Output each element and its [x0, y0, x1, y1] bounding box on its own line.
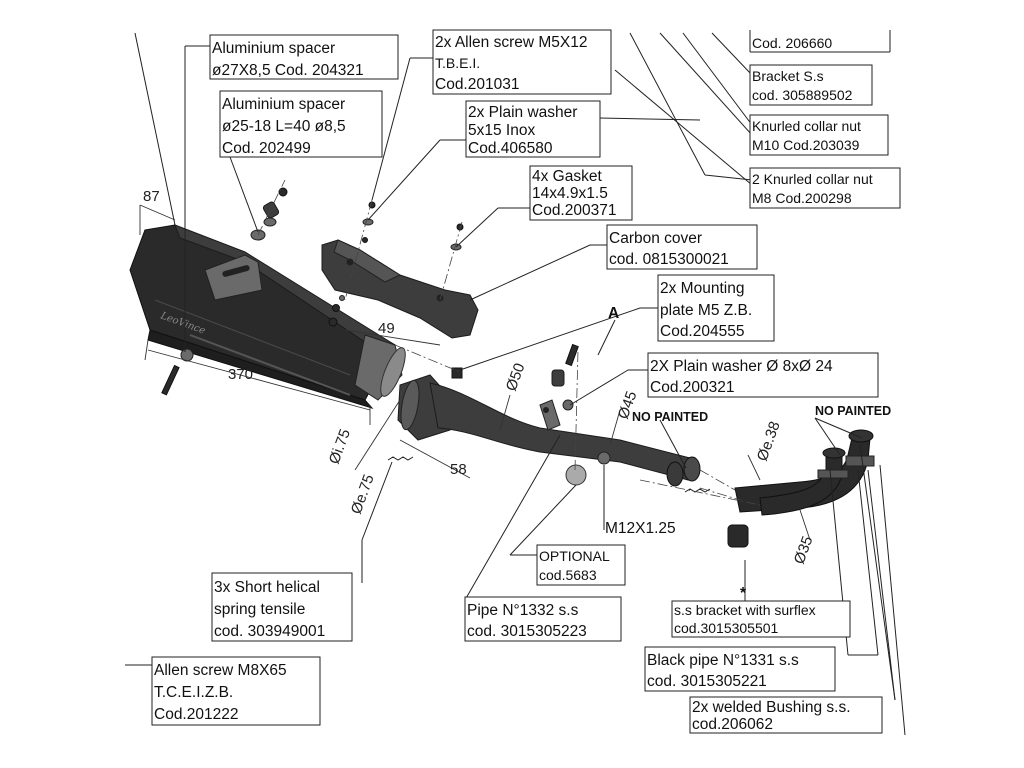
svg-text:Black pipe N°1331 s.s: Black pipe N°1331 s.s	[647, 652, 799, 669]
svg-text:Aluminium spacer: Aluminium spacer	[212, 40, 335, 57]
svg-text:14x4.9x1.5: 14x4.9x1.5	[532, 185, 608, 202]
note-no-painted-1: NO PAINTED	[632, 410, 708, 424]
dim-dia-50: Ø50	[503, 361, 529, 393]
callout-carbon-cover: Carbon cover cod. 0815300021	[606, 224, 758, 270]
svg-text:Bracket S.s: Bracket S.s	[752, 68, 824, 84]
svg-text:Cod.406580: Cod.406580	[468, 140, 553, 157]
svg-text:4x Gasket: 4x Gasket	[532, 168, 602, 185]
callout-allen-screw-m5: 2x Allen screw M5X12 T.B.E.I. Cod.201031	[432, 29, 612, 95]
dim-58: 58	[450, 461, 467, 478]
svg-text:Cod. 202499: Cod. 202499	[222, 140, 311, 157]
svg-text:cod. 303949001: cod. 303949001	[214, 623, 325, 640]
callout-ss-bracket: s.s bracket with surflex cod.3015305501	[671, 600, 851, 638]
callout-bushing: 2x welded Bushing s.s. cod.206062	[689, 696, 883, 734]
svg-text:Pipe N°1332 s.s: Pipe N°1332 s.s	[467, 602, 579, 619]
svg-text:cod. 0815300021: cod. 0815300021	[609, 251, 729, 268]
callout-pipe-1332: Pipe N°1332 s.s cod. 3015305223	[464, 596, 622, 642]
svg-text:2x Allen screw M5X12: 2x Allen screw M5X12	[435, 34, 588, 51]
callout-plain-washer-8: 2X Plain washer Ø 8xØ 24 Cod.200321	[647, 352, 879, 398]
callout-bracket: Bracket S.s cod. 305889502	[749, 64, 873, 106]
center-lines	[257, 179, 761, 506]
dimension-lines	[139, 204, 811, 541]
svg-text:Cod.204555: Cod.204555	[660, 323, 744, 340]
callout-mounting-plate: 2x Mounting plate M5 Z.B. Cod.204555	[657, 274, 775, 342]
svg-text:cod. 305889502: cod. 305889502	[752, 87, 853, 103]
carbon-cover	[321, 239, 479, 339]
svg-text:2x welded Bushing s.s.: 2x welded Bushing s.s.	[692, 699, 851, 716]
dim-49: 49	[378, 320, 395, 337]
dim-87: 87	[143, 188, 160, 205]
svg-text:Cod.201031: Cod.201031	[435, 76, 519, 93]
svg-text:spring tensile: spring tensile	[214, 601, 305, 618]
svg-text:2x Plain washer: 2x Plain washer	[468, 104, 577, 121]
svg-text:2x Mounting: 2x Mounting	[660, 280, 744, 297]
silencer: LeoVince	[129, 224, 406, 409]
note-view-a: A	[608, 305, 619, 322]
svg-text:Allen screw M8X65: Allen screw M8X65	[154, 662, 287, 679]
note-asterisk: *	[740, 585, 747, 602]
svg-text:cod.206062: cod.206062	[692, 716, 773, 733]
svg-text:Aluminium spacer: Aluminium spacer	[222, 96, 345, 113]
svg-text:Cod.200371: Cod.200371	[532, 202, 616, 219]
svg-text:M8 Cod.200298: M8 Cod.200298	[752, 190, 852, 206]
header-pipe-1331	[734, 429, 875, 516]
dim-dia-i75: Øi.75	[326, 427, 354, 467]
callout-cod-206660: Cod. 206660	[749, 30, 891, 53]
link-pipe-1332	[397, 374, 701, 487]
svg-text:Cod.201222: Cod.201222	[154, 706, 238, 723]
callout-spring: 3x Short helical spring tensile cod. 303…	[211, 572, 353, 642]
svg-text:cod.5683: cod.5683	[539, 567, 597, 583]
callout-optional: OPTIONAL cod.5683	[536, 544, 626, 586]
callout-allen-screw-m8: Allen screw M8X65 T.C.E.I.Z.B. Cod.20122…	[151, 656, 321, 726]
svg-text:M10 Cod.203039: M10 Cod.203039	[752, 137, 860, 153]
svg-text:cod.3015305501: cod.3015305501	[674, 620, 779, 636]
dim-dia-35: Ø35	[791, 534, 817, 566]
svg-text:plate M5 Z.B.: plate M5 Z.B.	[660, 302, 752, 319]
svg-text:2 Knurled collar nut: 2 Knurled collar nut	[752, 171, 873, 187]
svg-text:Cod.200321: Cod.200321	[650, 379, 734, 396]
svg-text:T.C.E.I.Z.B.: T.C.E.I.Z.B.	[154, 684, 233, 701]
callout-spacer-204321: Aluminium spacer ø27X8,5 Cod. 204321	[209, 34, 399, 80]
note-no-painted-2: NO PAINTED	[815, 404, 891, 418]
callout-gasket: 4x Gasket 14x4.9x1.5 Cod.200371	[529, 165, 633, 221]
svg-text:Knurled collar nut: Knurled collar nut	[752, 118, 861, 134]
callout-plain-washer-5: 2x Plain washer 5x15 Inox Cod.406580	[465, 100, 601, 158]
svg-text:ø25-18 L=40 ø8,5: ø25-18 L=40 ø8,5	[222, 118, 346, 135]
svg-text:s.s bracket with surflex: s.s bracket with surflex	[674, 602, 816, 618]
svg-text:Carbon cover: Carbon cover	[609, 230, 702, 247]
svg-text:2X Plain washer Ø 8xØ 24: 2X Plain washer Ø 8xØ 24	[650, 358, 833, 375]
callout-spacer-202499: Aluminium spacer ø25-18 L=40 ø8,5 Cod. 2…	[219, 90, 383, 158]
svg-text:cod. 3015305223: cod. 3015305223	[467, 623, 587, 640]
svg-text:3x Short helical: 3x Short helical	[214, 579, 320, 596]
svg-text:cod. 3015305221: cod. 3015305221	[647, 673, 767, 690]
svg-text:T.B.E.I.: T.B.E.I.	[435, 55, 480, 71]
callout-pipe-1331: Black pipe N°1331 s.s cod. 3015305221	[644, 646, 836, 692]
callout-knurled-m10: Knurled collar nut M10 Cod.203039	[749, 114, 889, 156]
dim-dia-e38: Øe.38	[754, 419, 784, 463]
callout-knurled-m8: 2 Knurled collar nut M8 Cod.200298	[749, 167, 901, 209]
svg-text:Cod. 206660: Cod. 206660	[752, 35, 832, 51]
svg-text:OPTIONAL: OPTIONAL	[539, 548, 610, 564]
dim-370: 370	[228, 366, 253, 383]
svg-text:5x15 Inox: 5x15 Inox	[468, 122, 535, 139]
leader-lines	[125, 32, 906, 736]
note-thread-m12: M12X1.25	[605, 520, 676, 537]
svg-text:ø27X8,5 Cod. 204321: ø27X8,5 Cod. 204321	[212, 62, 364, 79]
